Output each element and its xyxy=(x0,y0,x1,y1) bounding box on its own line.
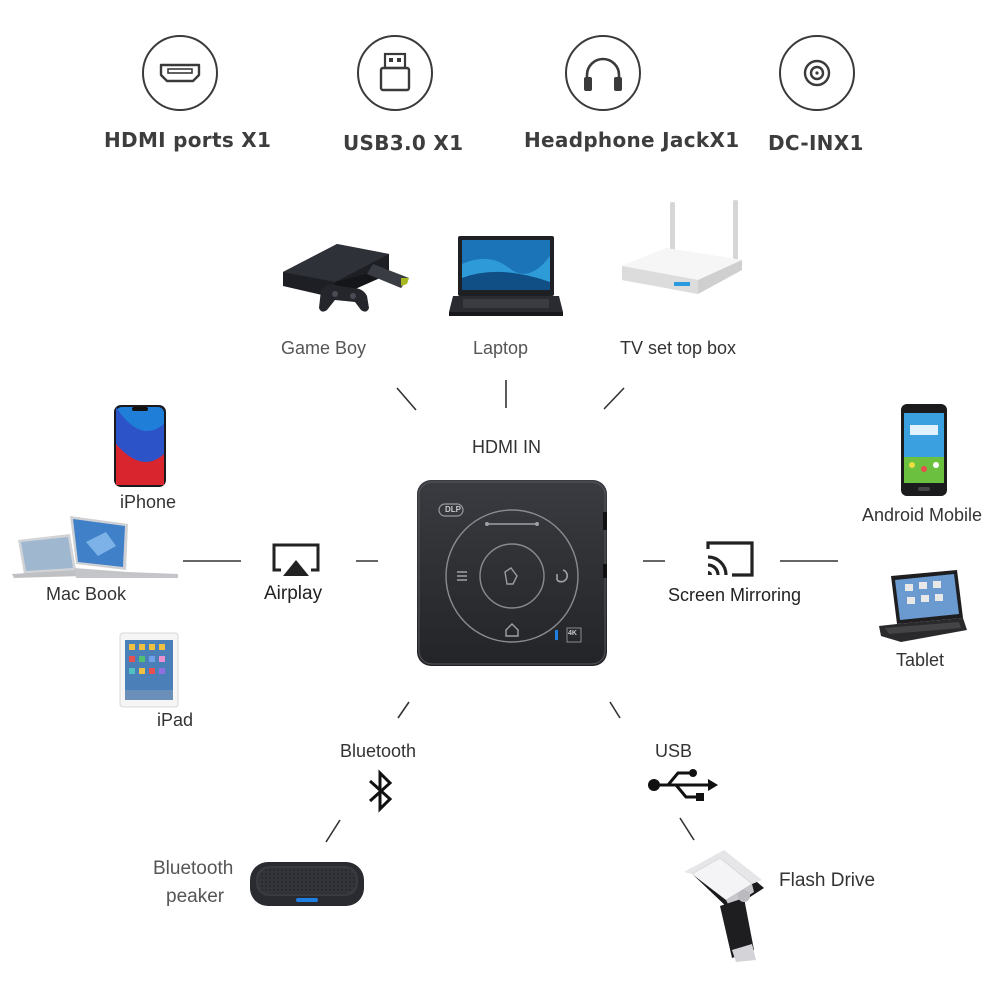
connector-usb-top xyxy=(609,701,621,719)
usb-port-label: USB3.0 X1 xyxy=(343,131,464,155)
usb-port-icon xyxy=(357,35,433,111)
game-console-image xyxy=(277,238,417,318)
ipad-image xyxy=(119,632,179,708)
device-label-settopbox: TV set top box xyxy=(620,338,737,358)
dc-in-icon xyxy=(779,35,855,111)
projector-4k-badge: 4K xyxy=(568,630,577,637)
hdmi-in-label: HDMI IN xyxy=(472,437,541,457)
device-label-iphone: iPhone xyxy=(120,492,177,512)
iphone-image xyxy=(112,404,168,488)
connector-bluetooth-bottom xyxy=(325,819,341,843)
airplay-icon xyxy=(271,542,321,578)
android-phone-image xyxy=(900,403,948,497)
screen-mirroring-label: Screen Mirroring xyxy=(668,585,802,605)
connector-usb-bottom xyxy=(679,817,695,841)
device-label-android: Android Mobile xyxy=(862,505,983,525)
projector-device: DLP 4K xyxy=(417,480,607,666)
connector-settopbox xyxy=(603,387,625,410)
usb-label: USB xyxy=(655,741,693,761)
device-label-macbook: Mac Book xyxy=(46,584,127,604)
tablet-image xyxy=(877,570,969,646)
connector-bluetooth-top xyxy=(397,701,410,719)
bluetooth-speaker-image xyxy=(248,860,366,908)
device-label-ipad: iPad xyxy=(157,710,194,730)
airplay-label: Airplay xyxy=(264,583,323,604)
device-label-laptop: Laptop xyxy=(473,338,529,358)
projector-brand-label: DLP xyxy=(445,505,461,514)
device-label-speaker-line1: Bluetooth xyxy=(153,858,234,879)
headphone-port-label: Headphone JackX1 xyxy=(524,128,740,152)
cast-icon xyxy=(704,539,756,579)
device-label-speaker-line2: peaker xyxy=(166,886,225,907)
hdmi-port-label: HDMI ports X1 xyxy=(104,128,272,152)
headphone-icon xyxy=(565,35,641,111)
usb-symbol-icon xyxy=(646,768,720,802)
flash-drive-image xyxy=(682,850,772,962)
dc-in-port-label: DC-INX1 xyxy=(768,131,864,155)
hdmi-port-icon xyxy=(142,35,218,111)
connector-gameboy xyxy=(396,387,417,411)
set-top-box-image xyxy=(620,200,746,300)
device-label-gameboy: Game Boy xyxy=(281,338,367,358)
device-label-flash-drive: Flash Drive xyxy=(779,870,876,891)
bluetooth-label: Bluetooth xyxy=(340,741,417,761)
laptop-image xyxy=(449,234,563,320)
bluetooth-icon xyxy=(366,767,396,815)
macbook-image xyxy=(10,512,178,582)
device-label-tablet: Tablet xyxy=(896,650,945,670)
